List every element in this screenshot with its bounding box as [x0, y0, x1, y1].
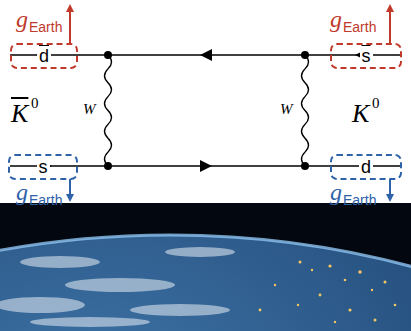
w-boson-line [105, 55, 112, 166]
quark-label: s [360, 46, 373, 66]
meson-label: K [11, 100, 28, 129]
gravity-arrow [69, 8, 71, 43]
gravity-symbol: g [330, 179, 342, 205]
boson-label: W [280, 101, 293, 118]
gravity-arrow [69, 179, 71, 198]
boson-label: W [83, 101, 96, 118]
clouds [0, 247, 235, 327]
quark-box: d [330, 154, 402, 180]
atmosphere-glow [0, 235, 411, 331]
quark-box: s [8, 154, 78, 180]
gravity-subscript: Earth [29, 20, 62, 35]
gravity-symbol: g [330, 6, 342, 32]
city-lights [259, 261, 397, 324]
meson-superscript: 0 [31, 95, 39, 112]
meson-superscript: 0 [372, 95, 380, 112]
gravity-symbol: g [16, 6, 28, 32]
earth-globe [0, 235, 411, 331]
quark-box: s [330, 43, 402, 69]
gravity-arrow [389, 8, 391, 43]
vertices [104, 51, 309, 170]
gravity-arrow [389, 179, 391, 198]
gravity-subscript: Earth [29, 193, 62, 208]
quark-box: d [10, 43, 78, 69]
quark-label: d [37, 46, 51, 66]
gravity-subscript: Earth [343, 193, 376, 208]
meson-label: K [352, 100, 369, 129]
quark-label: d [359, 157, 373, 177]
gravity-symbol: g [16, 179, 28, 205]
w-boson-line [302, 55, 309, 166]
quark-label: s [37, 157, 50, 177]
gravity-subscript: Earth [343, 20, 376, 35]
fermion-arrows [36, 49, 372, 172]
